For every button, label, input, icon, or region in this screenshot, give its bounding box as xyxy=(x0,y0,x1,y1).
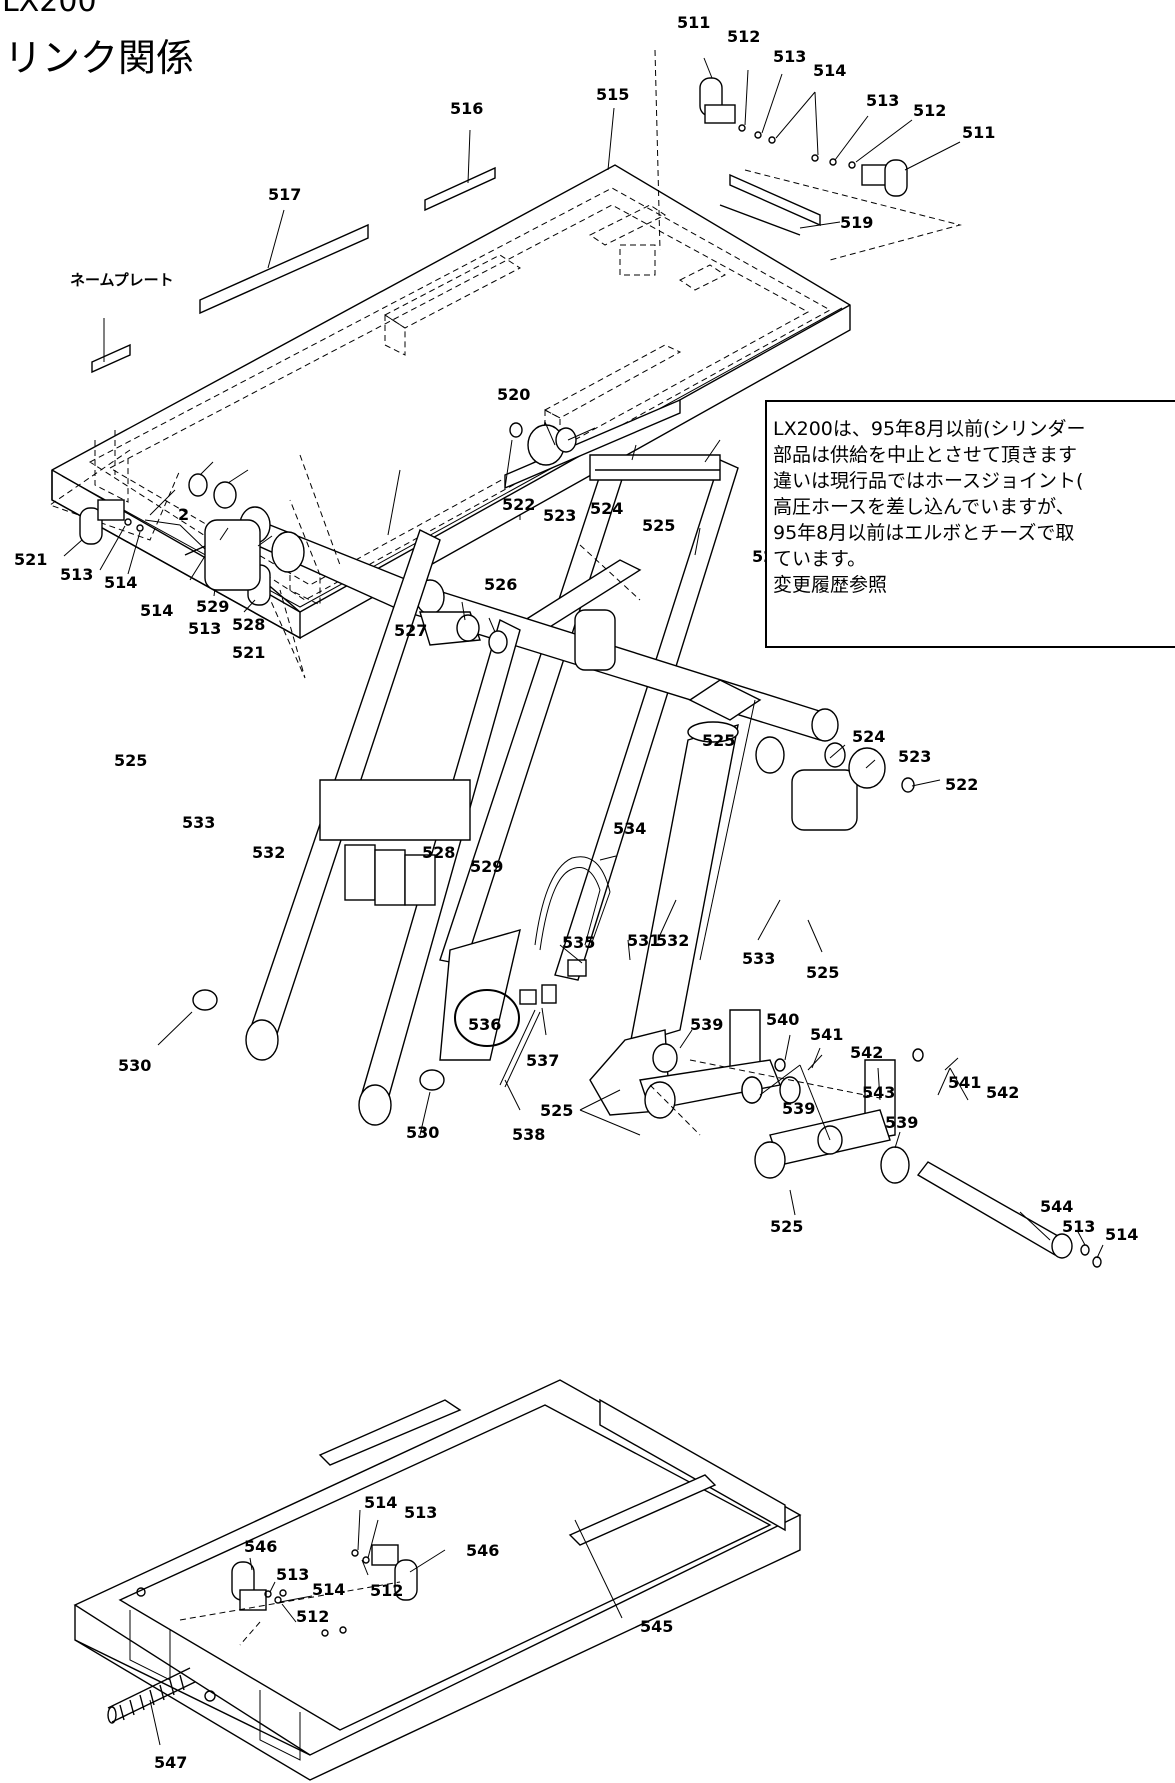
callout: 526 xyxy=(484,575,517,594)
callout: 515 xyxy=(596,85,629,104)
callout: 525 xyxy=(806,963,839,982)
callout: 524 xyxy=(590,499,623,518)
callout: 533 xyxy=(182,813,215,832)
callout: 514 xyxy=(312,1580,345,1599)
callout: 533 xyxy=(742,949,775,968)
callout: 513 xyxy=(60,565,93,584)
callout: 535 xyxy=(562,933,595,952)
callout: 514 xyxy=(813,61,846,80)
callout: 539 xyxy=(885,1113,918,1132)
callout: 546 xyxy=(466,1541,499,1560)
note-line: ています。 xyxy=(773,548,867,570)
callout: 536 xyxy=(468,1015,501,1034)
note-line: 95年8月以前はエルボとチーズで取 xyxy=(773,522,1075,544)
callout: 539 xyxy=(690,1015,723,1034)
callout: 529 xyxy=(470,857,503,876)
callout: 544 xyxy=(1040,1197,1073,1216)
callout: 514 xyxy=(104,573,137,592)
callout: 511 xyxy=(677,13,710,32)
callout: 539 xyxy=(782,1099,815,1118)
callout: 541 xyxy=(810,1025,843,1044)
note-line: 高圧ホースを差し込んでいますが、 xyxy=(773,496,1075,518)
callout: 530 xyxy=(118,1056,151,1075)
callout: 529 xyxy=(196,597,229,616)
callout: 511 xyxy=(962,123,995,142)
callout: 546 xyxy=(244,1537,277,1556)
callout: 522 xyxy=(502,495,535,514)
callout: 514 xyxy=(140,601,173,620)
callout: 512 xyxy=(913,101,946,120)
callout: 537 xyxy=(526,1051,559,1070)
callout: 512 xyxy=(296,1607,329,1626)
nameplate-label: ネームプレート xyxy=(70,271,174,289)
callout: 513 xyxy=(773,47,806,66)
callout: 514 xyxy=(1105,1225,1138,1244)
page-title: リンク関係 xyxy=(4,36,195,80)
callout: 520 xyxy=(497,385,530,404)
callout: 525 xyxy=(114,751,147,770)
note-line: 変更履歴参照 xyxy=(773,574,888,596)
callout: 531 xyxy=(627,931,660,950)
callout: 517 xyxy=(268,185,301,204)
callout: 525 xyxy=(540,1101,573,1120)
callout: 523 xyxy=(543,506,576,525)
callout: 527 xyxy=(394,621,427,640)
callout: 2 xyxy=(178,505,189,524)
callout: 512 xyxy=(370,1581,403,1600)
callout: 519 xyxy=(840,213,873,232)
callout: 547 xyxy=(154,1753,187,1772)
callout: 513 xyxy=(188,619,221,638)
callout: 522 xyxy=(945,775,978,794)
callout: 528 xyxy=(422,843,455,862)
callout: 534 xyxy=(613,819,646,838)
callout: 541 xyxy=(948,1073,981,1092)
callout: 513 xyxy=(404,1503,437,1522)
note-line: 違いは現行品ではホースジョイント( xyxy=(773,470,1084,492)
callout: 532 xyxy=(656,931,689,950)
revision-note-box: LX200は、95年8月以前(シリンダー 部品は供給を中止とさせて頂きます 違い… xyxy=(765,400,1175,648)
model-name: LX200 xyxy=(2,0,97,19)
callout: 525 xyxy=(642,516,675,535)
callout: 516 xyxy=(450,99,483,118)
callout: 524 xyxy=(852,727,885,746)
callout: 545 xyxy=(640,1617,673,1636)
callout: 513 xyxy=(276,1565,309,1584)
callout: 513 xyxy=(866,91,899,110)
note-line: LX200は、95年8月以前(シリンダー xyxy=(773,418,1086,440)
base-frame xyxy=(73,1379,802,1781)
callout: 530 xyxy=(406,1123,439,1142)
callout: 542 xyxy=(850,1043,883,1062)
note-line: 部品は供給を中止とさせて頂きます xyxy=(773,444,1078,466)
scissor-links xyxy=(149,421,1104,1268)
callout: 525 xyxy=(770,1217,803,1236)
callout: 521 xyxy=(232,643,265,662)
callout: 532 xyxy=(252,843,285,862)
callout: 514 xyxy=(364,1493,397,1512)
callout: 542 xyxy=(986,1083,1019,1102)
callout: 521 xyxy=(14,550,47,569)
callout: 528 xyxy=(232,615,265,634)
callout: 512 xyxy=(727,27,760,46)
callout: 525 xyxy=(702,731,735,750)
top-pins xyxy=(699,57,961,197)
callout: 543 xyxy=(862,1083,895,1102)
callout: 540 xyxy=(766,1010,799,1029)
callout: 513 xyxy=(1062,1217,1095,1236)
callout: 538 xyxy=(512,1125,545,1144)
callout: 523 xyxy=(898,747,931,766)
